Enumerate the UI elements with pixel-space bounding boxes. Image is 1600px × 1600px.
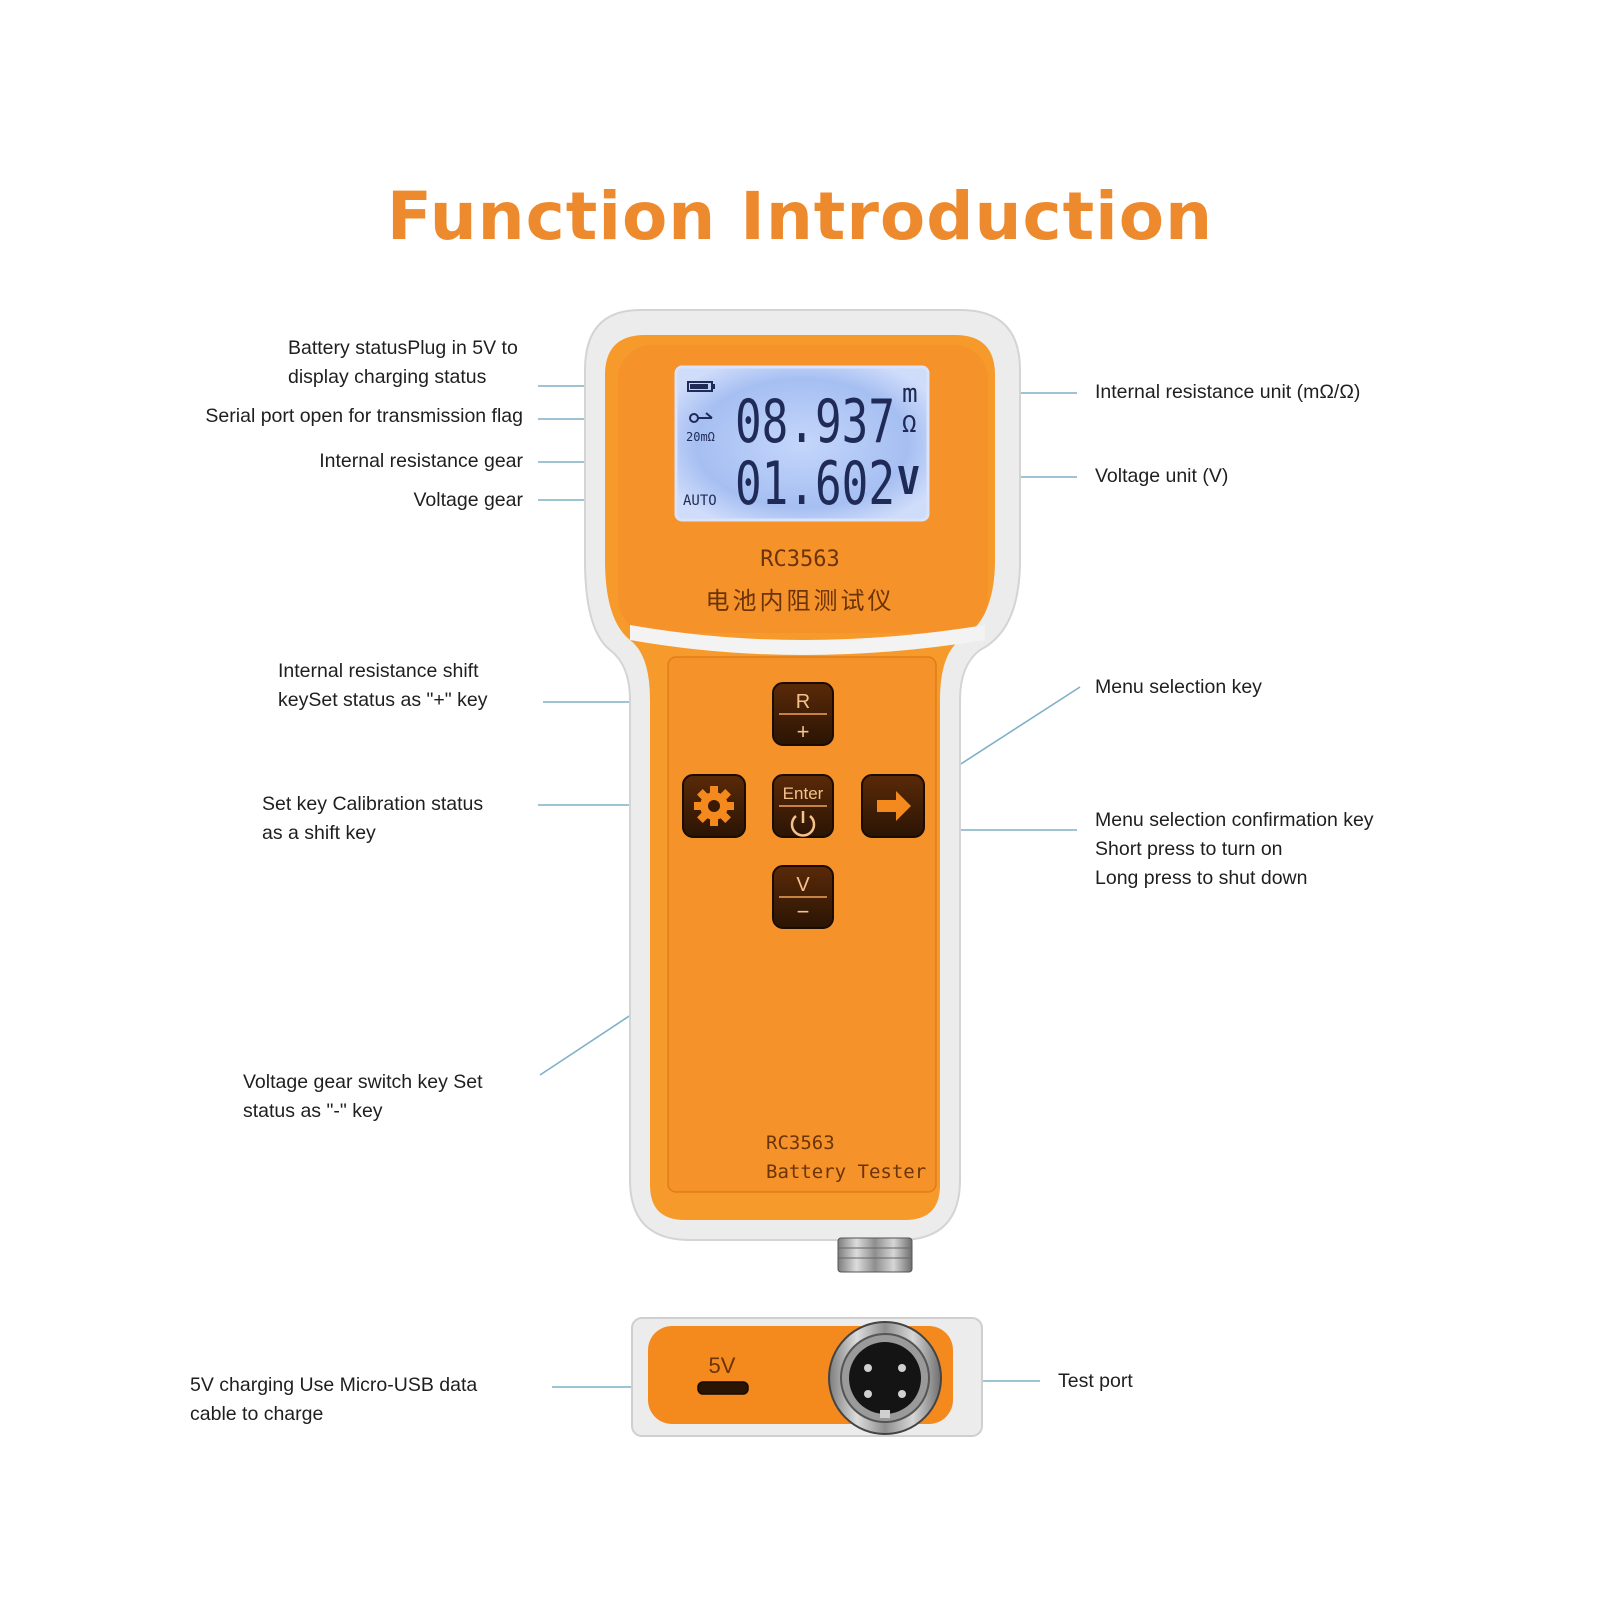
callout-resistance-shift-key: Internal resistance shift keySet status … xyxy=(278,660,488,711)
plus-key-label: + xyxy=(797,719,810,744)
enter-key-label: Enter xyxy=(783,784,824,803)
lcd-screen xyxy=(674,365,930,522)
v-key-label: V xyxy=(796,874,810,896)
r-plus-key: R + xyxy=(772,682,834,746)
chinese-name-label: 电池内阻测试仪 xyxy=(706,587,895,615)
lcd-resistance-value: 08.937 xyxy=(735,387,895,457)
minus-key-label: − xyxy=(797,899,810,924)
bottom-model-label: RC3563 xyxy=(766,1132,835,1154)
connector-icon xyxy=(828,1321,942,1435)
bottom-name-label: Battery Tester xyxy=(766,1161,926,1183)
lcd-resistance-unit-bottom: Ω xyxy=(902,410,916,438)
callout-battery-status: Battery statusPlug in 5V to display char… xyxy=(288,337,518,388)
lcd-auto-label: AUTO xyxy=(683,493,717,509)
callout-set-key: Set key Calibration status as a shift ke… xyxy=(262,793,484,844)
lcd-voltage-unit: V xyxy=(897,459,920,503)
callout-voltage-gear: Voltage gear xyxy=(413,489,523,511)
callout-voltage-switch-key: Voltage gear switch key Set status as "-… xyxy=(243,1071,483,1122)
arrow-right-icon xyxy=(877,791,911,821)
battery-icon xyxy=(687,381,715,392)
callout-test-port: Test port xyxy=(1058,1370,1133,1392)
r-key-label: R xyxy=(796,691,810,713)
callout-resistance-unit: Internal resistance unit (mΩ/Ω) xyxy=(1095,381,1361,403)
lcd-resistance-unit-top: m xyxy=(902,379,918,409)
callout-charging: 5V charging Use Micro-USB data cable to … xyxy=(190,1374,478,1425)
page-title: Function Introduction xyxy=(386,178,1214,255)
v-minus-key: V − xyxy=(772,865,834,929)
set-key xyxy=(682,774,746,838)
callout-menu-selection-key: Menu selection key xyxy=(1095,676,1262,698)
gear-icon xyxy=(694,786,734,826)
connector-stub xyxy=(837,1237,913,1273)
lcd-voltage-value: 01.602 xyxy=(735,449,895,519)
lcd-gear-label: 20mΩ xyxy=(686,430,715,444)
menu-arrow-key xyxy=(861,774,925,838)
callout-serial-port: Serial port open for transmission flag xyxy=(205,405,523,427)
callout-resistance-gear: Internal resistance gear xyxy=(319,450,523,472)
port-5v-label: 5V xyxy=(709,1353,736,1378)
power-icon xyxy=(790,811,816,837)
enter-power-key: Enter xyxy=(772,774,834,838)
callout-voltage-unit: Voltage unit (V) xyxy=(1095,465,1229,487)
usb-port-icon xyxy=(697,1381,749,1395)
model-label: RC3563 xyxy=(760,547,839,572)
serial-icon xyxy=(689,412,713,423)
callout-confirm-key: Menu selection confirmation key Short pr… xyxy=(1095,809,1374,889)
